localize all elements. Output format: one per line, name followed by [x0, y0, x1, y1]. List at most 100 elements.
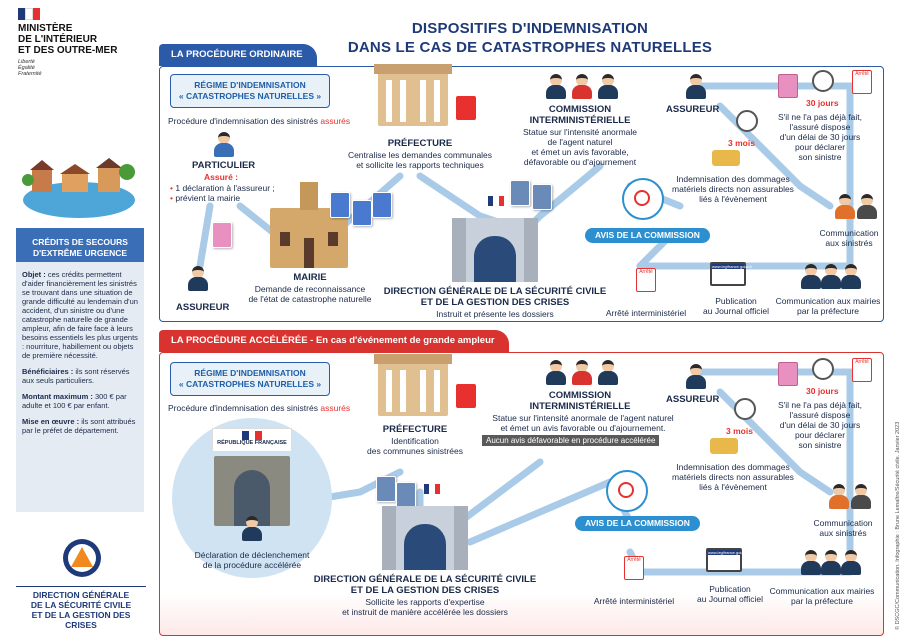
page-title-line-2: DANS LE CAS DE CATASTROPHES NATURELLES	[347, 39, 713, 56]
sinistre-2	[856, 194, 878, 219]
objet-text: ces crédits permettent d'aider financièr…	[22, 270, 138, 360]
declaration-1: Déclaration de déclenchement	[194, 550, 310, 560]
arrete-acc-doc-label: Arrêté	[627, 557, 641, 563]
dgscgc-label-1: DIRECTION GÉNÉRALE DE LA SÉCURITÉ CIVILE	[383, 286, 607, 297]
sidebar-footer-line-2: DE LA SÉCURITÉ CIVILE	[30, 600, 132, 610]
trois-mois-label: 3 mois	[728, 138, 755, 148]
indemnisation-2: matériels directs non assurables	[672, 184, 794, 194]
mayor-1	[800, 264, 822, 289]
dossier-document-5	[532, 184, 552, 210]
delai-4: pour déclarer	[794, 142, 846, 152]
assure-item-1: 1 déclaration à l'assureur ;	[175, 183, 275, 193]
commission-acc-label-1: COMMISSION	[548, 390, 612, 401]
commission-desc: Statue sur l'intensité anormale de l'age…	[500, 127, 660, 167]
procedure-label-ordinaire: Procédure d'indemnisation des sinistrés …	[168, 116, 368, 126]
clock-icon-3-mois	[736, 110, 758, 132]
commission-label: COMMISSION INTERMINISTÉRIELLE	[520, 104, 640, 126]
commission-desc-2: de l'agent naturel	[547, 137, 613, 147]
commission-desc-4: défavorable ou d'ajournement	[523, 157, 637, 167]
motto-liberte: Liberté	[18, 59, 35, 65]
credit-text: © DSCGC/Communication. Infographie : Bru…	[895, 421, 901, 630]
commission-member-1	[544, 74, 568, 99]
prefecture-label-acceleree: PRÉFECTURE	[382, 424, 448, 435]
trente-jours-label: 30 jours	[806, 98, 839, 108]
prefecture-report-document	[456, 96, 476, 120]
assureur-right-acc-avatar	[684, 364, 708, 389]
commission-desc-3: et émet un avis favorable,	[531, 147, 629, 157]
delai-5: son sinistre	[798, 152, 842, 162]
dgscgc-building-ordinaire	[452, 218, 538, 282]
dossier-document-3	[372, 192, 392, 218]
procedure-acc-accent: assurés	[320, 403, 351, 413]
journal-acc-label-1: Publication	[709, 584, 751, 594]
prefecture-desc-acceleree: Identification des communes sinistrées	[360, 436, 470, 456]
dossier-document-2	[352, 200, 372, 226]
french-flag-2	[424, 484, 440, 494]
procedure-text: Procédure d'indemnisation des sinistrés	[168, 116, 318, 126]
page-title-line-1: DISPOSITIFS D'INDEMNISATION	[411, 20, 649, 37]
sidebar-footer-line-1: DIRECTION GÉNÉRALE	[32, 590, 130, 600]
arrete-acc-label: Arrêté interministériel	[593, 596, 675, 606]
arrete-acc-document-right: Arrêté	[852, 358, 872, 382]
delai-1: S'il ne l'a pas déjà fait,	[777, 112, 863, 122]
marianne-flag	[18, 8, 41, 20]
sinistre-declaration-document	[778, 74, 798, 98]
dgscgc-acc-desc-2: et instruit de manière accélérée les dos…	[342, 607, 508, 617]
mayor-2	[820, 264, 842, 289]
clock-icon-30-jours-2	[812, 358, 834, 380]
prefecture-acc-desc-2: des communes sinistrées	[367, 446, 463, 456]
republique-label: RÉPUBLIQUE FRANÇAISE	[217, 440, 287, 446]
indemnisation-3: liés à l'évènement	[699, 194, 767, 204]
matignon-gate	[214, 456, 290, 526]
motto-egalite: Égalité	[18, 65, 35, 71]
delai-acc-2: l'assuré dispose	[789, 410, 851, 420]
delai-label: S'il ne l'a pas déjà fait, l'assuré disp…	[770, 112, 870, 162]
arrete-acc-doc-right-label: Arrêté	[855, 359, 869, 365]
commission-acc-member-2	[570, 360, 594, 385]
arrete-doc-label: Arrêté	[639, 269, 653, 275]
tab-procedure-ordinaire: LA PROCÉDURE ORDINAIRE	[159, 44, 317, 66]
particulier-avatar	[212, 132, 236, 157]
french-flag-1	[488, 196, 504, 206]
money-icon-2	[710, 438, 738, 454]
flood-illustration	[22, 150, 137, 220]
commission-acc-member-1	[544, 360, 568, 385]
journal-acc-label-2: au Journal officiel	[697, 594, 763, 604]
delai-2: l'assuré dispose	[789, 122, 851, 132]
mairie-desc: Demande de reconnaissance de l'état de c…	[240, 284, 380, 304]
prefecture-building-acceleree	[374, 354, 452, 416]
sinistre-declaration-document-2	[778, 362, 798, 386]
sidebar-footer-line-3: ET DE LA GESTION DES CRISES	[31, 610, 131, 630]
indemnisation-acc-1: Indemnisation des dommages	[676, 462, 790, 472]
particulier-label: PARTICULIER	[192, 160, 256, 171]
clock-icon-3-mois-2	[734, 398, 756, 420]
communication-mairies-acc-2: par la préfecture	[791, 596, 853, 606]
commission-acc-member-3	[596, 360, 620, 385]
commission-label-acceleree: COMMISSION INTERMINISTÉRIELLE	[520, 390, 640, 412]
commission-desc-acceleree: Statue sur l'intensité anormale de l'age…	[478, 413, 688, 433]
communication-mairies-acc-label: Communication aux mairies par la préfect…	[766, 586, 878, 606]
sidebar-footer: DIRECTION GÉNÉRALE DE LA SÉCURITÉ CIVILE…	[16, 586, 146, 630]
assure-label: Assuré :	[204, 172, 239, 182]
indemnisation-acc-3: liés à l'évènement	[699, 482, 767, 492]
regime-box-ordinaire: RÉGIME D'INDEMNISATION « CATASTROPHES NA…	[170, 74, 330, 108]
dossier-document-4	[510, 180, 530, 206]
trente-jours-acc-label: 30 jours	[806, 386, 839, 396]
montant-text: 300 € par adulte et 100 € par enfant.	[22, 392, 127, 410]
ministry-line-1: MINISTÈRE	[18, 23, 73, 34]
indemnisation-acc-2: matériels directs non assurables	[672, 472, 794, 482]
republique-banner: RÉPUBLIQUE FRANÇAISE	[212, 428, 292, 452]
regime-acc-line-2: « CATASTROPHES NATURELLES »	[178, 379, 322, 389]
mairie-desc-2: de l'état de catastrophe naturelle	[248, 294, 372, 304]
avis-commission-badge-2: AVIS DE LA COMMISSION	[575, 516, 700, 531]
arrete-document: Arrêté	[636, 268, 656, 292]
dgscgc-desc-ordinaire: Instruit et présente les dossiers	[436, 309, 554, 319]
ministry-line-3: ET DES OUTRE-MER	[18, 45, 118, 56]
indemnisation-acc-label: Indemnisation des dommages matériels dir…	[668, 462, 798, 492]
assure-item-2: prévient la mairie	[175, 193, 241, 203]
commission-acc-label-2: INTERMINISTÉRIELLE	[529, 401, 631, 412]
prefecture-acc-desc-1: Identification	[391, 436, 439, 446]
dgscgc-acc-desc-1: Sollicite les rapports d'expertise	[365, 597, 485, 607]
indemnisation-label: Indemnisation des dommages matériels dir…	[668, 174, 798, 204]
communication-mairies-2: par la préfecture	[797, 306, 859, 316]
